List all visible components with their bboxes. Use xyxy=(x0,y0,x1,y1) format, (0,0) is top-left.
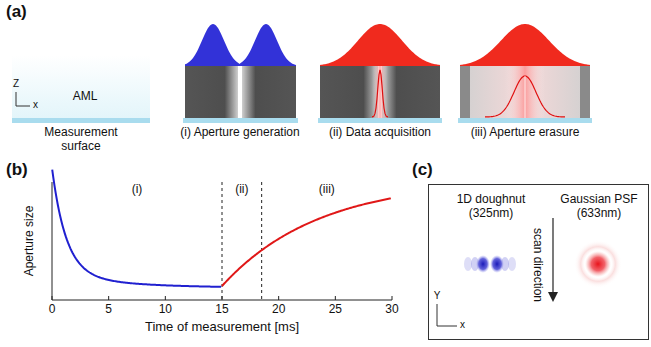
text-label: (ii) Data acquisition xyxy=(329,126,431,140)
panel-box: 1D doughnut (325nm) Gaussian PSF (633nm)s… xyxy=(428,184,649,340)
measurement-surface xyxy=(318,118,442,123)
tick-label: 30 xyxy=(385,303,398,317)
generation-curve xyxy=(52,170,221,287)
text-label: Measurement surface xyxy=(36,126,126,154)
amp-layer xyxy=(12,55,150,118)
measurement-surface xyxy=(458,118,592,123)
scan-arrow xyxy=(552,218,553,296)
panel-letter: (b) xyxy=(6,160,28,180)
text-label: Z xyxy=(13,78,19,90)
opaque-layer xyxy=(320,66,378,118)
text-label: Y xyxy=(434,290,441,302)
red-beam xyxy=(460,24,590,66)
opaque-layer xyxy=(382,66,440,118)
doughnut-lobe xyxy=(476,255,490,273)
axis-tick xyxy=(278,296,279,300)
aperture-glow xyxy=(505,66,545,118)
node-text: scan direction xyxy=(530,228,544,302)
transmitted-psf xyxy=(372,70,388,117)
text-label: (ii) xyxy=(235,183,248,197)
tick-label: 25 xyxy=(329,303,342,317)
uv-beam xyxy=(240,24,296,66)
axis-tick xyxy=(52,296,53,300)
uv-beam xyxy=(185,24,240,66)
text-label: Time of measurement [ms] xyxy=(145,320,299,335)
gaussian-psf xyxy=(574,240,622,288)
text-label: x xyxy=(33,99,38,111)
axis-corner xyxy=(16,92,30,106)
opaque-edge xyxy=(460,66,470,118)
panel-letter: (a) xyxy=(6,2,27,22)
text-label: (iii) xyxy=(319,183,335,197)
opaque-layer xyxy=(185,66,238,118)
tick-label: 10 xyxy=(159,303,172,317)
measurement-surface xyxy=(12,118,150,123)
center-line xyxy=(525,76,526,118)
tick-label: 0 xyxy=(49,303,56,317)
text-label: (iii) Aperture erasure xyxy=(471,126,580,140)
doughnut-lobe xyxy=(490,255,504,273)
opaque-layer xyxy=(242,66,296,118)
plot-axes xyxy=(52,182,392,300)
text-label: (i) Aperture generation xyxy=(180,126,299,140)
scan-arrowhead xyxy=(548,292,558,302)
measurement-surface xyxy=(183,118,298,123)
tick-label: 5 xyxy=(105,303,112,317)
opaque-edge xyxy=(580,66,590,118)
phase-divider xyxy=(222,182,223,300)
axis-corner xyxy=(437,304,457,326)
tick-label: 20 xyxy=(272,303,285,317)
side-lobe xyxy=(508,257,516,271)
text-label: AML xyxy=(73,90,98,104)
axis-tick xyxy=(108,296,109,300)
side-lobe xyxy=(464,257,472,271)
aperture-glow xyxy=(372,66,388,118)
axis-tick xyxy=(335,296,336,300)
text-label: (i) xyxy=(132,183,143,197)
node-text: 1D doughnut (325nm) xyxy=(443,193,539,221)
axis-tick xyxy=(165,296,166,300)
phase-divider xyxy=(261,182,262,300)
axis-tick xyxy=(392,296,393,300)
text-label: x xyxy=(460,319,465,331)
text-label: Aperture size xyxy=(23,206,37,277)
node-text: Gaussian PSF (633nm) xyxy=(551,193,647,221)
tick-label: 15 xyxy=(215,303,228,317)
red-beam xyxy=(320,24,440,66)
panel-letter: (c) xyxy=(412,160,433,180)
erasure-curve xyxy=(222,198,391,286)
